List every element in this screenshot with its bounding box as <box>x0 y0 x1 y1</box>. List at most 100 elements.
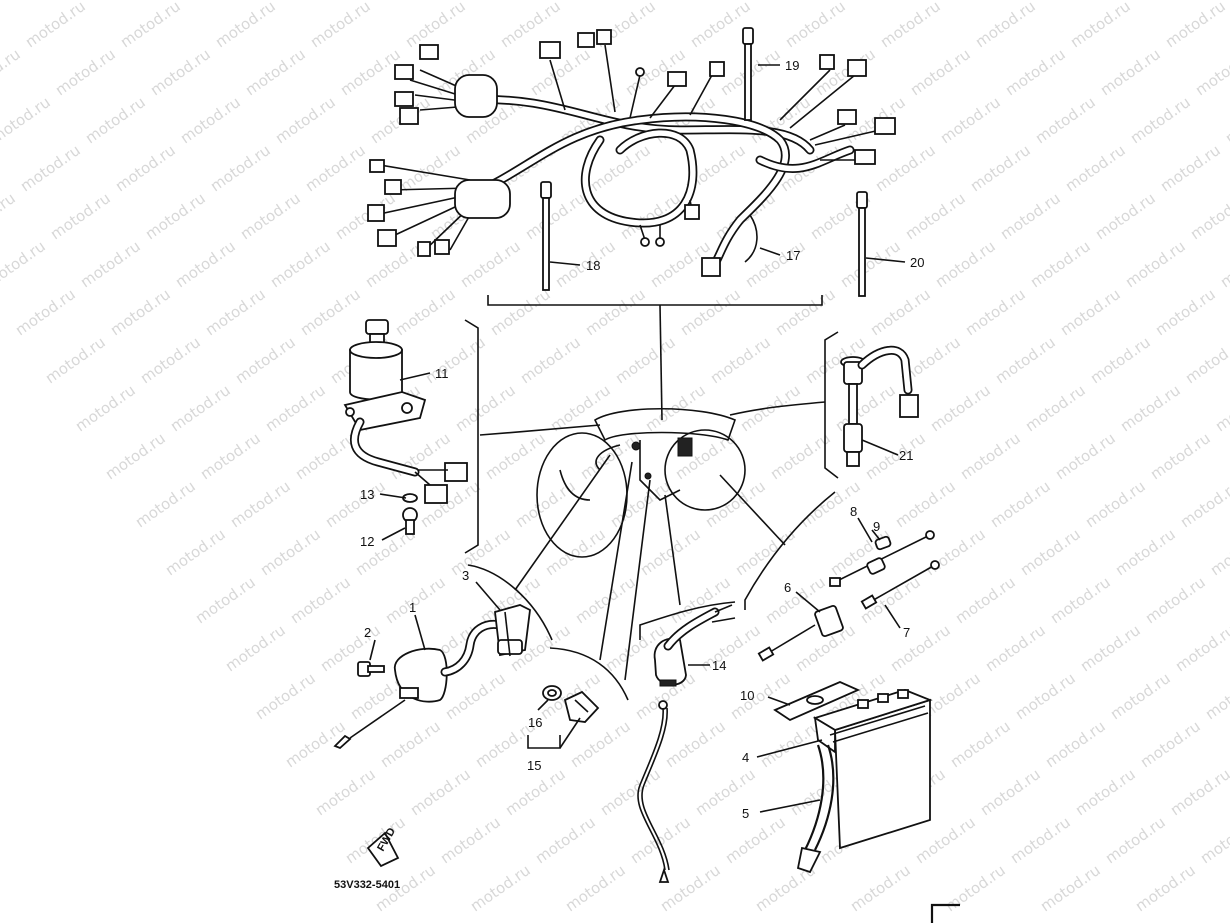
watermark-text: motod.ru <box>562 861 629 915</box>
callout-1: 1 <box>409 600 416 615</box>
callout-12: 12 <box>360 534 374 549</box>
watermark-text: motod.ru <box>932 237 999 291</box>
watermark-text: motod.ru <box>927 381 994 435</box>
watermark-text: motod.ru <box>702 477 769 531</box>
watermark-text: motod.ru <box>292 429 359 483</box>
harness-bracket <box>487 295 823 306</box>
watermark-text: motod.ru <box>892 477 959 531</box>
battery-band-10 <box>773 681 861 722</box>
watermark-text: motod.ru <box>202 285 269 339</box>
watermark-text: motod.ru <box>752 0 819 3</box>
watermark-text: motod.ru <box>982 621 1049 675</box>
watermark-text: motod.ru <box>627 813 694 867</box>
cable-tie-20 <box>856 191 868 297</box>
callout-10: 10 <box>740 688 754 703</box>
watermark-text: motod.ru <box>907 45 974 99</box>
watermark-text: motod.ru <box>1132 861 1199 915</box>
cable-tie-18 <box>540 181 552 291</box>
watermark-text: motod.ru <box>677 285 744 339</box>
watermark-text: motod.ru <box>0 0 59 3</box>
watermark-text: motod.ru <box>862 429 929 483</box>
callout-7: 7 <box>903 625 910 640</box>
watermark-text: motod.ru <box>867 285 934 339</box>
watermark-text: motod.ru <box>607 477 674 531</box>
watermark-text: motod.ru <box>162 525 229 579</box>
watermark-text: motod.ru <box>1067 0 1134 51</box>
callout-20: 20 <box>910 255 924 270</box>
callout-8: 8 <box>850 504 857 519</box>
watermark-text: motod.ru <box>322 477 389 531</box>
watermark-text: motod.ru <box>1052 429 1119 483</box>
wire-8 <box>829 530 935 587</box>
watermark-text: motod.ru <box>1172 621 1230 675</box>
watermark-text: motod.ru <box>1032 93 1099 147</box>
watermark-text: motod.ru <box>0 93 54 147</box>
watermark-text: motod.ru <box>1092 189 1159 243</box>
watermark-text: motod.ru <box>0 45 24 99</box>
bracket-right-lower <box>744 491 836 610</box>
watermark-text: motod.ru <box>657 861 724 915</box>
callout-16: 16 <box>528 715 542 730</box>
watermark-text: motod.ru <box>957 429 1024 483</box>
callout-15: 15 <box>527 758 541 773</box>
bolt-2 <box>357 661 385 677</box>
watermark-text: motod.ru <box>707 333 774 387</box>
watermark-text: motod.ru <box>82 93 149 147</box>
watermark-text: motod.ru <box>517 333 584 387</box>
watermark-text: motod.ru <box>137 333 204 387</box>
watermark-text: motod.ru <box>237 189 304 243</box>
watermark-text: motod.ru <box>757 717 824 771</box>
watermark-text: motod.ru <box>942 861 1009 915</box>
watermark-text: motod.ru <box>567 717 634 771</box>
watermark-text: motod.ru <box>827 525 894 579</box>
frame-leaders <box>479 401 826 681</box>
watermark-text: motod.ru <box>227 477 294 531</box>
watermark-text: motod.ru <box>437 813 504 867</box>
watermark-text: motod.ru <box>457 237 524 291</box>
watermark-text: motod.ru <box>697 621 764 675</box>
watermark-text: motod.ru <box>87 0 154 3</box>
watermark-text: motod.ru <box>767 429 834 483</box>
lead-7 <box>860 560 940 610</box>
watermark-text: motod.ru <box>782 0 849 51</box>
watermark-text: motod.ru <box>167 381 234 435</box>
watermark-text: motod.ru <box>772 285 839 339</box>
watermark-text: motod.ru <box>1057 285 1124 339</box>
watermark-text: motod.ru <box>812 45 879 99</box>
watermark-text: motod.ru <box>72 381 139 435</box>
callout-17: 17 <box>786 248 800 263</box>
watermark-text: motod.ru <box>902 189 969 243</box>
watermark-text: motod.ru <box>972 0 1039 51</box>
watermark-text: motod.ru <box>1147 429 1214 483</box>
bracket-14 <box>639 601 736 640</box>
watermark-text: motod.ru <box>1012 669 1079 723</box>
watermark-text: motod.ru <box>597 765 664 819</box>
watermark-text: motod.ru <box>657 0 724 3</box>
watermark-text: motod.ru <box>397 141 464 195</box>
callout-13: 13 <box>360 487 374 502</box>
watermark-text: motod.ru <box>77 237 144 291</box>
watermark-text: motod.ru <box>977 765 1044 819</box>
watermark-text: motod.ru <box>742 237 809 291</box>
harness-connectors <box>367 29 896 277</box>
watermark-text: motod.ru <box>847 861 914 915</box>
watermark-text: motod.ru <box>22 0 89 51</box>
watermark-text: motod.ru <box>1037 861 1104 915</box>
watermark-text: motod.ru <box>952 573 1019 627</box>
watermark-text: motod.ru <box>1022 381 1089 435</box>
watermark-text: motod.ru <box>992 333 1059 387</box>
watermark-text: motod.ru <box>222 621 289 675</box>
callout-14: 14 <box>712 658 726 673</box>
watermark-text: motod.ru <box>182 0 249 3</box>
frame-outline <box>536 408 746 558</box>
battery <box>812 689 933 850</box>
watermark-text: motod.ru <box>1017 525 1084 579</box>
watermark-text: motod.ru <box>502 765 569 819</box>
watermark-text: motod.ru <box>1117 381 1184 435</box>
bracket-3 <box>467 564 553 641</box>
watermark-text: motod.ru <box>847 0 914 3</box>
watermark-text: motod.ru <box>17 141 84 195</box>
watermark-text: motod.ru <box>392 285 459 339</box>
watermark-text: motod.ru <box>132 477 199 531</box>
